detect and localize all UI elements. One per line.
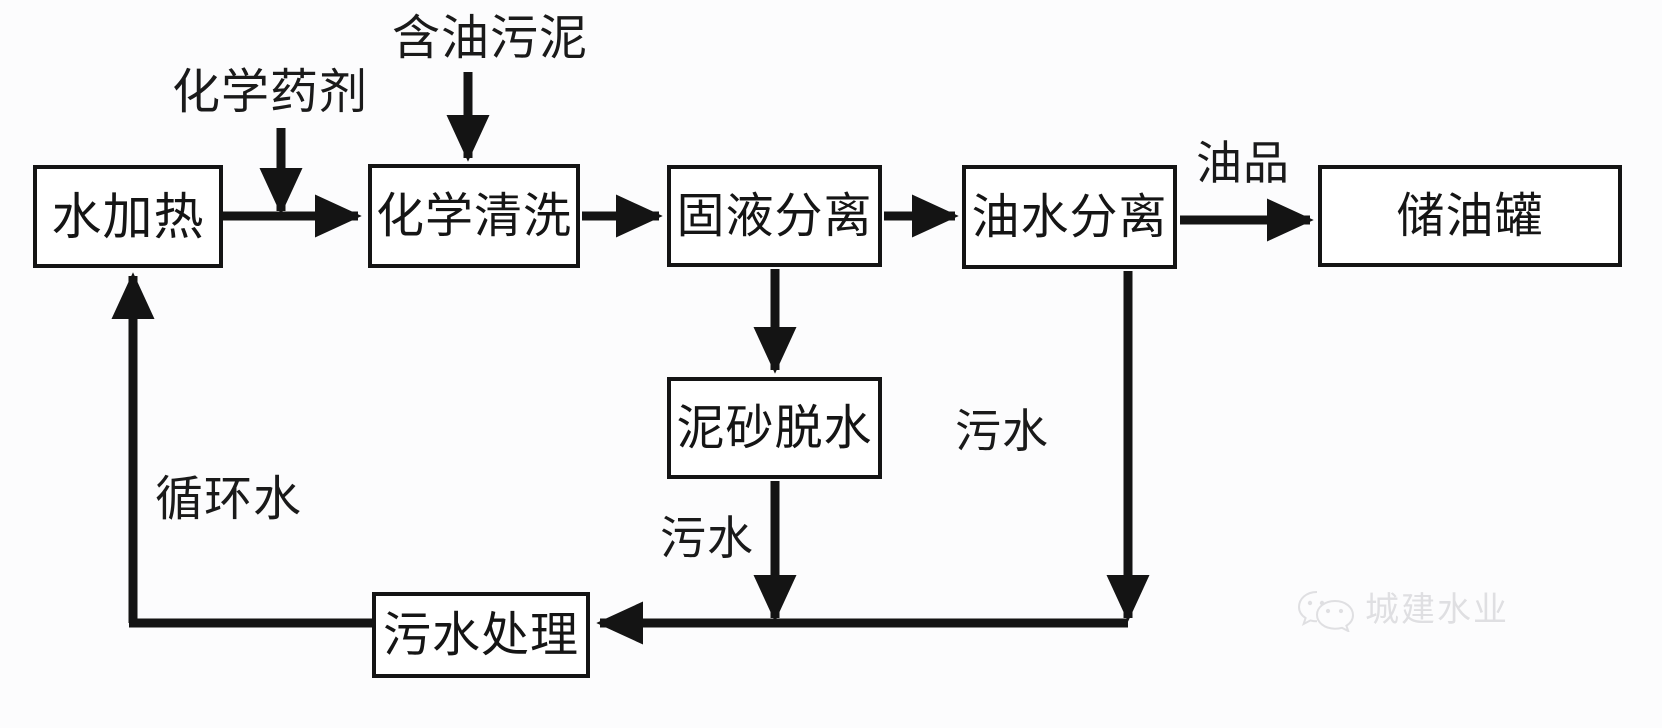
- node-solid-liquid-separation[interactable]: 固液分离: [667, 165, 882, 267]
- node-water-heating-label: 水加热: [51, 187, 205, 246]
- watermark-text: 城建水业: [1365, 590, 1509, 630]
- label-oily-sludge: 含油污泥: [392, 10, 589, 66]
- label-recycled-water: 循环水: [155, 471, 303, 527]
- node-sand-dewatering[interactable]: 泥砂脱水: [667, 377, 882, 479]
- label-wastewater-from-oil-water: 污水: [955, 404, 1049, 458]
- watermark: 城建水业: [1297, 588, 1509, 632]
- label-wastewater-from-sand-dewatering: 污水: [660, 511, 754, 565]
- wechat-icon: [1297, 591, 1355, 632]
- label-chemical-agent: 化学药剂: [172, 64, 369, 120]
- node-chemical-wash[interactable]: 化学清洗: [368, 164, 580, 268]
- node-wastewater-treatment[interactable]: 污水处理: [372, 592, 590, 678]
- node-chemical-wash-label: 化学清洗: [375, 188, 572, 244]
- node-wastewater-treatment-label: 污水处理: [382, 607, 579, 663]
- node-oil-storage-tank-label: 储油罐: [1396, 188, 1544, 244]
- node-water-heating[interactable]: 水加热: [33, 165, 223, 268]
- node-sand-dewatering-label: 泥砂脱水: [676, 400, 873, 456]
- label-oil-product: 油品: [1196, 136, 1290, 190]
- node-oil-storage-tank[interactable]: 储油罐: [1318, 165, 1622, 267]
- node-oil-water-separation-label: 油水分离: [971, 189, 1168, 245]
- node-solid-liquid-separation-label: 固液分离: [676, 188, 873, 244]
- node-oil-water-separation[interactable]: 油水分离: [962, 165, 1177, 269]
